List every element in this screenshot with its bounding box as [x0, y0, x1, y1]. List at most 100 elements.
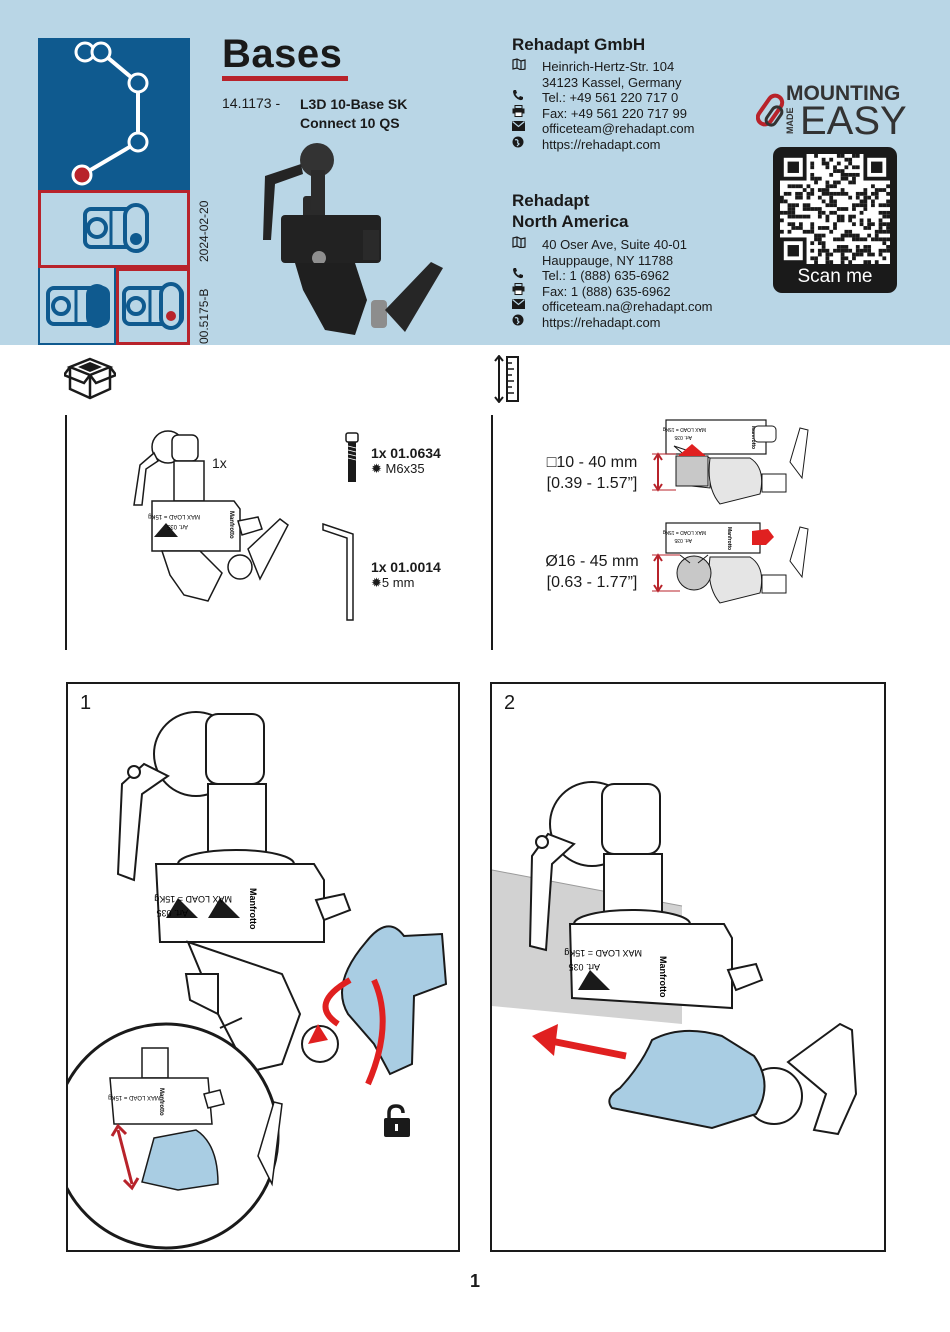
phone-icon	[512, 267, 542, 285]
page-title: Bases	[222, 32, 343, 76]
company-de-address: Heinrich-Hertz-Str. 104 34123 Kassel, Ge…	[512, 58, 695, 154]
round-diagram-art: Art. 035	[674, 537, 692, 543]
article-name-line-2: Connect 10 QS	[300, 115, 400, 131]
logo-line-1: MOUNTING	[786, 82, 900, 105]
product-family-graphic	[38, 38, 190, 190]
hex-key-drawing	[322, 522, 354, 621]
document-code: 00.5175-B	[197, 288, 211, 344]
round-range: Ø16 - 45 mm [0.63 - 1.77”]	[530, 551, 654, 593]
clamp-line-drawing: MAX LOAD = 15Kg Art. 035 Manfrotto	[133, 430, 289, 602]
mounting-made-easy-logo: MOUNTING MADE EASY	[755, 80, 916, 143]
qr-code-card[interactable]: Scan me	[773, 147, 897, 293]
step-1-illustration: MAX LOAD = 15Kg Art. 035 Manfrotto MAX L…	[68, 711, 448, 1250]
line-drawing-art: Art. 035	[166, 523, 188, 529]
key-count: 1x	[371, 559, 387, 575]
company-de-name: Rehadapt GmbH	[512, 35, 646, 54]
connector-type-tile	[38, 190, 190, 268]
product-photo	[263, 143, 443, 335]
contents-divider	[65, 415, 67, 650]
screw-qty: 1x 01.0634 ✹ M6x35	[371, 445, 441, 477]
connector-variant-tile-a	[38, 268, 116, 345]
screw-code: 01.0634	[390, 445, 441, 461]
page-number: 1	[469, 1271, 480, 1291]
step-1-inset-brand: Manfrotto	[158, 1088, 164, 1116]
round-range-imperial: [0.63 - 1.77”]	[546, 574, 638, 591]
square-diagram-brand: Manfrotto	[750, 426, 756, 449]
phone-icon	[512, 89, 542, 107]
step-2-panel: 2 MAX LOAD = 15Kg Art. 035 Manfrotto	[490, 682, 886, 1252]
company-na-name-line-1: Rehadapt	[512, 191, 590, 210]
square-tube-diagram: MAX LOAD = 15Kg Art. 035 Manfrotto	[652, 419, 809, 505]
step-1-maxload: MAX LOAD = 15Kg	[154, 894, 232, 904]
round-diagram-maxload: MAX LOAD = 15Kg	[663, 529, 706, 535]
logo-made: MADE	[785, 108, 795, 135]
qr-code-pattern	[780, 154, 890, 264]
ruler-icon	[494, 354, 522, 408]
step-2-number: 2	[504, 692, 516, 714]
main-part-qty: 1x	[212, 455, 227, 471]
square-range-imperial: [0.39 - 1.57”]	[546, 475, 638, 492]
unlock-icon	[383, 1104, 411, 1143]
step-1-panel: 1 MAX LOAD = 15Kg Art. 035 Manfrotto	[66, 682, 460, 1252]
screw-spec: M6x35	[385, 461, 425, 476]
qr-code[interactable]	[780, 154, 890, 264]
square-diagram-maxload: MAX LOAD = 15Kg	[663, 426, 706, 432]
arm-chain-icon	[71, 41, 149, 186]
connector-icon	[83, 203, 149, 253]
line-drawing-maxload: MAX LOAD = 15Kg	[148, 513, 200, 519]
key-spec: 5 mm	[381, 575, 415, 590]
hex-drive-icon: ✹	[371, 575, 382, 590]
globe-icon	[512, 314, 542, 332]
qr-label: Scan me	[797, 266, 873, 287]
company-de-email[interactable]: officeteam@rehadapt.com	[542, 121, 695, 137]
screw-count: 1x	[371, 445, 387, 461]
connector-variant-tile-b	[116, 268, 190, 345]
key-code: 01.0014	[390, 559, 441, 575]
company-de-city: 34123 Kassel, Germany	[542, 74, 682, 90]
company-na-street: 40 Oser Ave, Suite 40-01	[542, 237, 688, 252]
screw-drawing	[345, 432, 359, 482]
envelope-icon	[512, 299, 542, 315]
company-de-web[interactable]: https://rehadapt.com	[542, 136, 661, 152]
square-icon: □	[546, 454, 557, 471]
company-na-name-line-2: North America	[512, 212, 629, 231]
map-icon	[512, 236, 542, 254]
map-icon	[512, 58, 542, 76]
step-2-illustration: MAX LOAD = 15Kg Art. 035 Manfrotto	[492, 781, 858, 1136]
connector-a-icon	[46, 284, 110, 328]
round-tube-diagram: MAX LOAD = 15Kg Art. 035 Manfrotto	[652, 522, 809, 604]
company-na-tel: Tel.: 1 (888) 635-6962	[542, 268, 670, 284]
company-na-email[interactable]: officeteam.na@rehadapt.com	[542, 299, 713, 315]
step-1-brand: Manfrotto	[248, 888, 258, 930]
step-1-art: Art. 035	[156, 908, 188, 918]
printer-icon	[512, 282, 542, 301]
title-underline	[222, 76, 348, 81]
company-na-address: 40 Oser Ave, Suite 40-01 Hauppauge, NY 1…	[512, 236, 713, 332]
globe-icon	[512, 136, 542, 154]
step-2-brand: Manfrotto	[658, 956, 668, 998]
printer-icon	[512, 104, 542, 123]
round-diagram-brand: Manfrotto	[726, 527, 732, 550]
logo-line-2: EASY	[800, 99, 907, 138]
hex-drive-icon: ✹	[371, 461, 382, 476]
round-range-metric: Ø16 - 45 mm	[545, 553, 639, 570]
company-de-street: Heinrich-Hertz-Str. 104	[542, 59, 675, 74]
dimensions-divider	[491, 415, 493, 650]
square-range-metric: 10 - 40 mm	[556, 454, 638, 471]
company-de-fax: Fax: +49 561 220 717 99	[542, 105, 687, 121]
article-name: L3D 10-Base SK Connect 10 QS	[300, 95, 407, 133]
step-1-inset-maxload: MAX LOAD = 15Kg	[108, 1094, 160, 1100]
square-diagram-art: Art. 035	[674, 434, 692, 440]
company-na-web[interactable]: https://rehadapt.com	[542, 314, 661, 330]
square-range: □10 - 40 mm [0.39 - 1.57”]	[532, 452, 652, 494]
key-qty: 1x 01.0014 ✹5 mm	[371, 559, 441, 591]
line-drawing-brand: Manfrotto	[228, 511, 234, 539]
step-1-number: 1	[80, 692, 92, 714]
step-2-maxload: MAX LOAD = 15Kg	[564, 948, 642, 958]
connector-b-icon	[122, 282, 184, 330]
step-2-art: Art. 035	[568, 962, 600, 972]
article-name-line-1: L3D 10-Base SK	[300, 96, 408, 112]
company-na-fax: Fax: 1 (888) 635-6962	[542, 283, 671, 299]
box-icon	[62, 355, 118, 406]
company-na-city: Hauppauge, NY 11788	[542, 252, 674, 268]
